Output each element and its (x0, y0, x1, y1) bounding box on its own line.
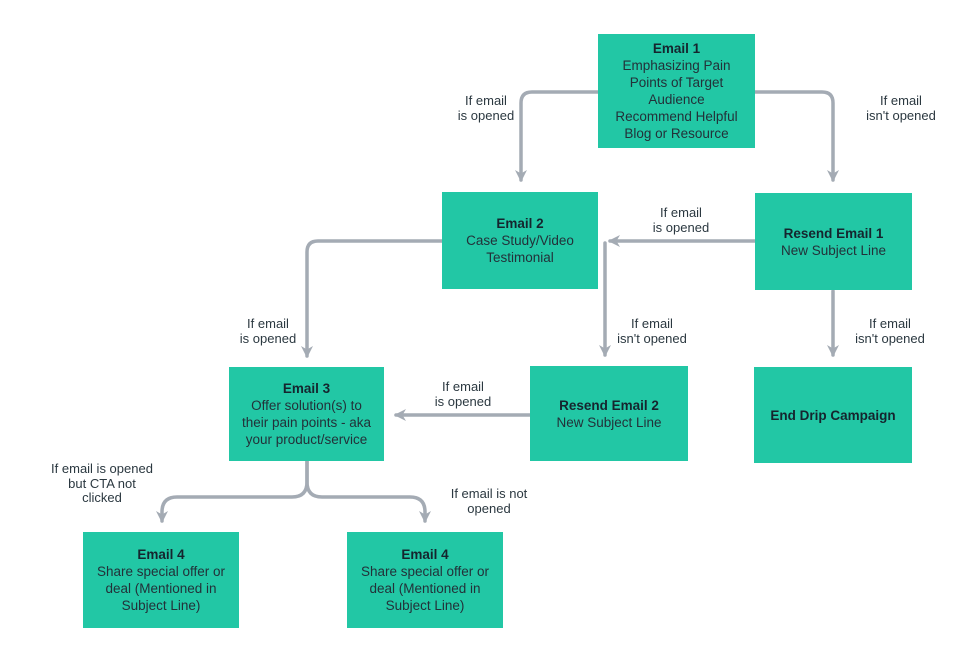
node-email4-left-title: Email 4 (137, 547, 185, 562)
edge-label-if-not-opened-re1-end: If email isn't opened (855, 316, 925, 346)
node-resend-email1-title: Resend Email 1 (783, 225, 884, 241)
node-email2: Email 2 Case Study/Video Testimonial (442, 192, 598, 289)
connector-email3-email4-right (305, 459, 431, 523)
edge-label-if-opened-e2-e3: If email is opened (239, 316, 297, 346)
node-resend-email2-body: New Subject Line (556, 414, 662, 430)
node-email3: Email 3 Offer solution(s) to their pain … (229, 367, 384, 461)
edge-label-opened-no-cta-e3-e4a: If email is opened but CTA not clicked (51, 461, 153, 505)
edge-label-not-opened-e3-e4b: If email is not opened (450, 486, 528, 516)
node-email4-right-body: Share special offer or deal (Mentioned i… (360, 564, 490, 613)
connector-email2-email3 (301, 239, 444, 358)
node-resend-email1: Resend Email 1 New Subject Line (755, 193, 912, 290)
connector-email1-resend-email1 (753, 90, 839, 182)
node-resend-email1-body: New Subject Line (780, 242, 887, 258)
node-email4-right-title: Email 4 (401, 547, 449, 562)
node-email2-body: Case Study/Video Testimonial (466, 233, 574, 265)
edge-label-if-opened-e1-e2: If email is opened (457, 93, 515, 123)
node-email1-body: Emphasizing Pain Points of Target Audien… (615, 58, 738, 141)
connector-email3-email4-left (156, 459, 309, 523)
edge-label-if-opened-re1-e2: If email is opened (652, 205, 710, 235)
node-email3-body: Offer solution(s) to their pain points -… (241, 398, 372, 447)
node-email1-title: Email 1 (652, 41, 701, 56)
node-end-drip-campaign-title: End Drip Campaign (770, 407, 896, 423)
node-email4-right: Email 4 Share special offer or deal (Men… (347, 532, 503, 628)
node-resend-email2-title: Resend Email 2 (559, 397, 659, 413)
node-email4-left-body: Share special offer or deal (Mentioned i… (96, 564, 226, 613)
edge-label-if-not-opened-e2-re2: If email isn't opened (617, 316, 687, 346)
connector-email1-email2 (515, 90, 600, 182)
node-email3-title: Email 3 (282, 381, 331, 396)
node-email2-title: Email 2 (496, 216, 544, 231)
node-email1: Email 1 Emphasizing Pain Points of Targe… (598, 34, 755, 148)
edge-label-if-not-opened-e1-re1: If email isn't opened (866, 93, 936, 123)
node-resend-email2: Resend Email 2 New Subject Line (530, 366, 688, 461)
node-email4-left: Email 4 Share special offer or deal (Men… (83, 532, 239, 628)
edge-label-if-opened-re2-e3: If email is opened (434, 379, 492, 409)
node-end-drip-campaign: End Drip Campaign (754, 367, 912, 463)
